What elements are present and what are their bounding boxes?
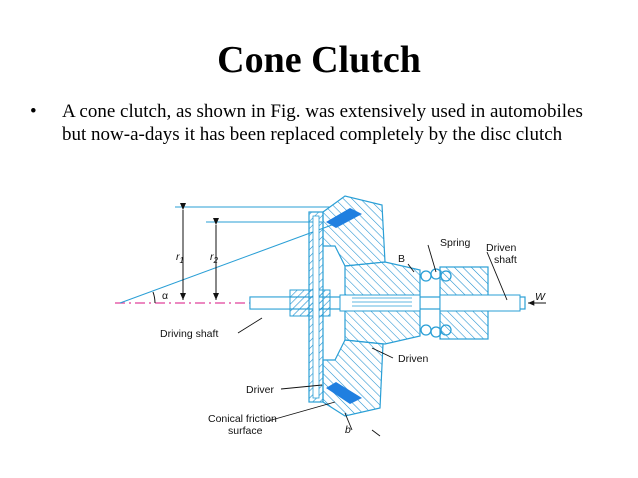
friction-surface-lower [326, 382, 362, 404]
friction-surface-upper [326, 208, 362, 228]
conical-friction-label-1: Conical friction [208, 413, 277, 425]
bullet-item: • A cone clutch, as shown in Fig. was ex… [30, 100, 610, 146]
driven-cone-lower [322, 339, 384, 417]
driven-shaft-label-1: Driven [486, 242, 517, 254]
r2-label: r2 [210, 251, 219, 265]
bullet-text: A cone clutch, as shown in Fig. was exte… [62, 101, 583, 145]
driver [308, 211, 324, 403]
bullet-symbol: • [30, 101, 37, 122]
driver-label: Driver [246, 384, 275, 396]
dimension-lines [119, 206, 341, 304]
alpha-arc [152, 291, 156, 304]
r1-label: r1 [176, 251, 184, 265]
driven-label: Driven [398, 353, 429, 365]
spring [420, 268, 452, 338]
spring-label: Spring [440, 237, 471, 249]
b-lower-label: b [345, 424, 351, 436]
w-label: W [535, 291, 546, 303]
conical-friction-label-2: surface [228, 425, 263, 437]
b-upper-label: B [398, 253, 405, 265]
driven-shaft-label-2: shaft [494, 254, 517, 266]
leader-lines [237, 244, 546, 437]
driven-cone-upper [322, 195, 386, 267]
alpha-label: α [162, 290, 168, 302]
page-title: Cone Clutch [217, 39, 421, 81]
driving-shaft-label: Driving shaft [160, 328, 218, 340]
